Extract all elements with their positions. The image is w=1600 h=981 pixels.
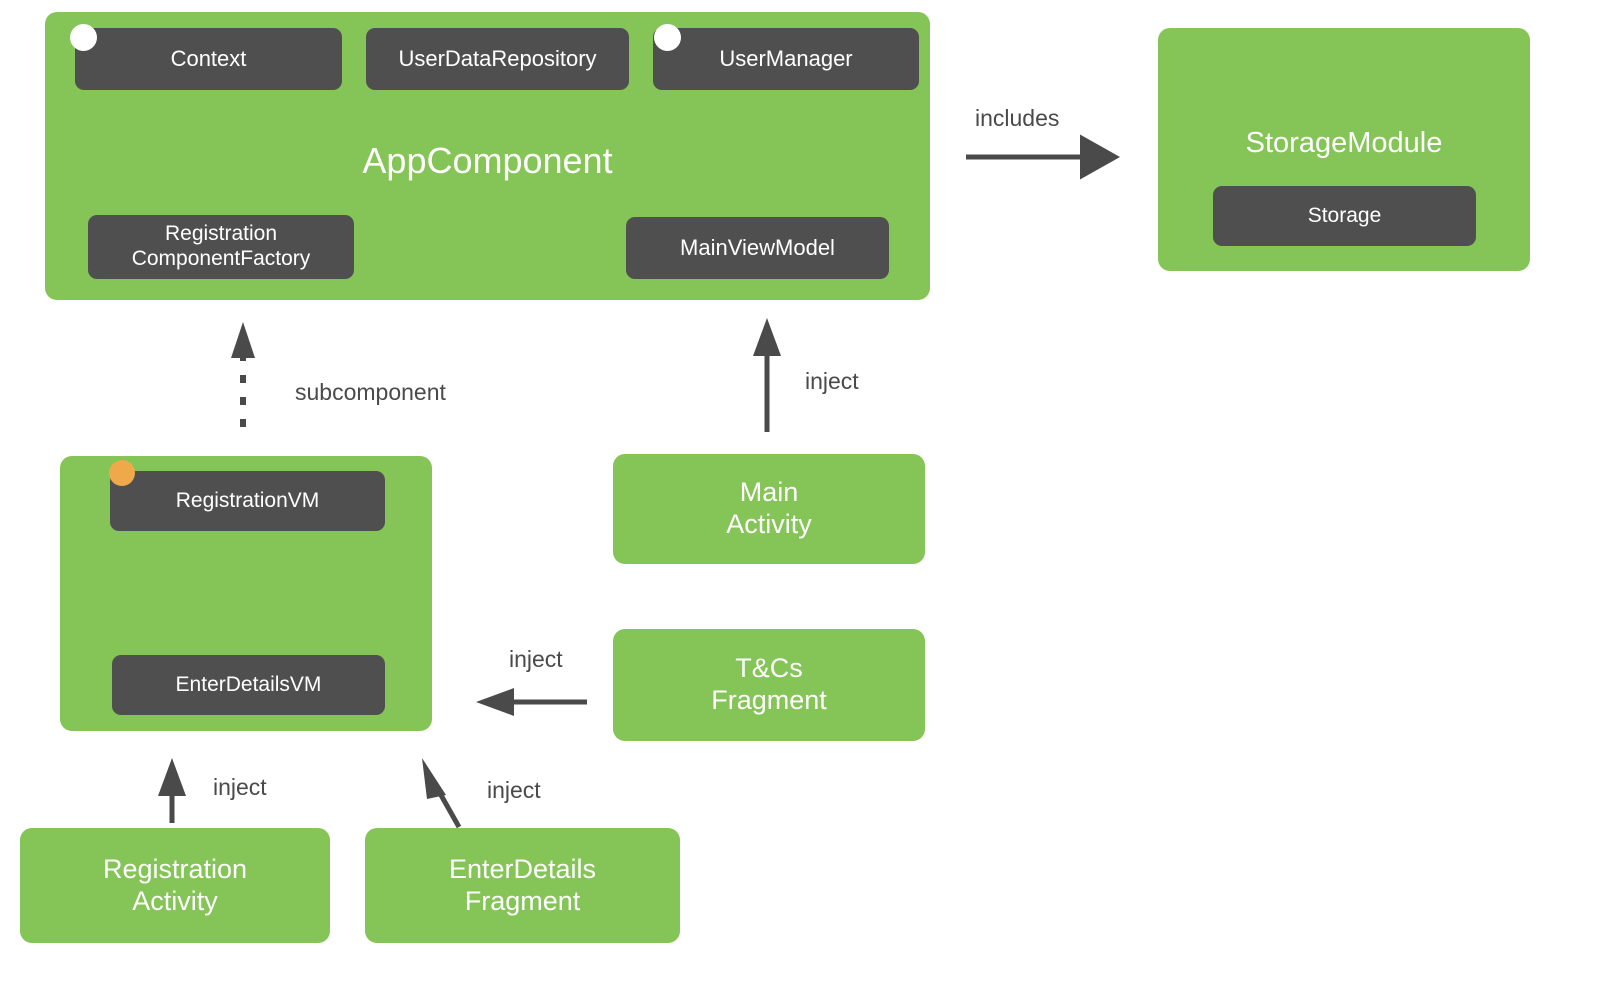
- edge-inject-tcs: [476, 688, 587, 716]
- edge-label-inject-tcs-fragment: inject: [509, 646, 563, 672]
- edge-subcomponent: [231, 322, 255, 427]
- edge-label-includes: includes: [975, 105, 1060, 131]
- edge-inject-main: [753, 318, 781, 432]
- binding-storage[interactable]: Storage: [1213, 186, 1476, 246]
- binding-context[interactable]: Context: [75, 28, 342, 90]
- node-main-activity[interactable]: Main Activity: [613, 454, 925, 564]
- binding-registrationvm[interactable]: RegistrationVM: [110, 471, 385, 531]
- edge-inject-details: [422, 758, 462, 829]
- scoped-binding-dot-icon: [109, 460, 135, 486]
- edge-label-inject-main-activity: inject: [805, 368, 859, 394]
- binding-enterdetailsvm[interactable]: EnterDetailsVM: [112, 655, 385, 715]
- edge-label-inject-enterdetails-fragment: inject: [487, 777, 541, 803]
- app-component-title: AppComponent: [362, 140, 613, 181]
- edge-inject-regact: [158, 758, 186, 823]
- edge-label-inject-registration-activity: inject: [213, 774, 267, 800]
- unscoped-binding-dot-icon: [654, 24, 681, 51]
- node-tcs-fragment[interactable]: T&Cs Fragment: [613, 629, 925, 741]
- binding-usermanager[interactable]: UserManager: [653, 28, 919, 90]
- unscoped-binding-dot-icon: [70, 24, 97, 51]
- binding-registration-component-factory[interactable]: Registration ComponentFactory: [88, 215, 354, 279]
- edge-label-subcomponent: subcomponent: [295, 379, 446, 405]
- storage-module-title: StorageModule: [1245, 127, 1443, 159]
- node-registration-activity[interactable]: Registration Activity: [20, 828, 330, 943]
- binding-userdatarepository[interactable]: UserDataRepository: [366, 28, 629, 90]
- binding-mainviewmodel[interactable]: MainViewModel: [626, 217, 889, 279]
- node-enterdetails-fragment[interactable]: EnterDetails Fragment: [365, 828, 680, 943]
